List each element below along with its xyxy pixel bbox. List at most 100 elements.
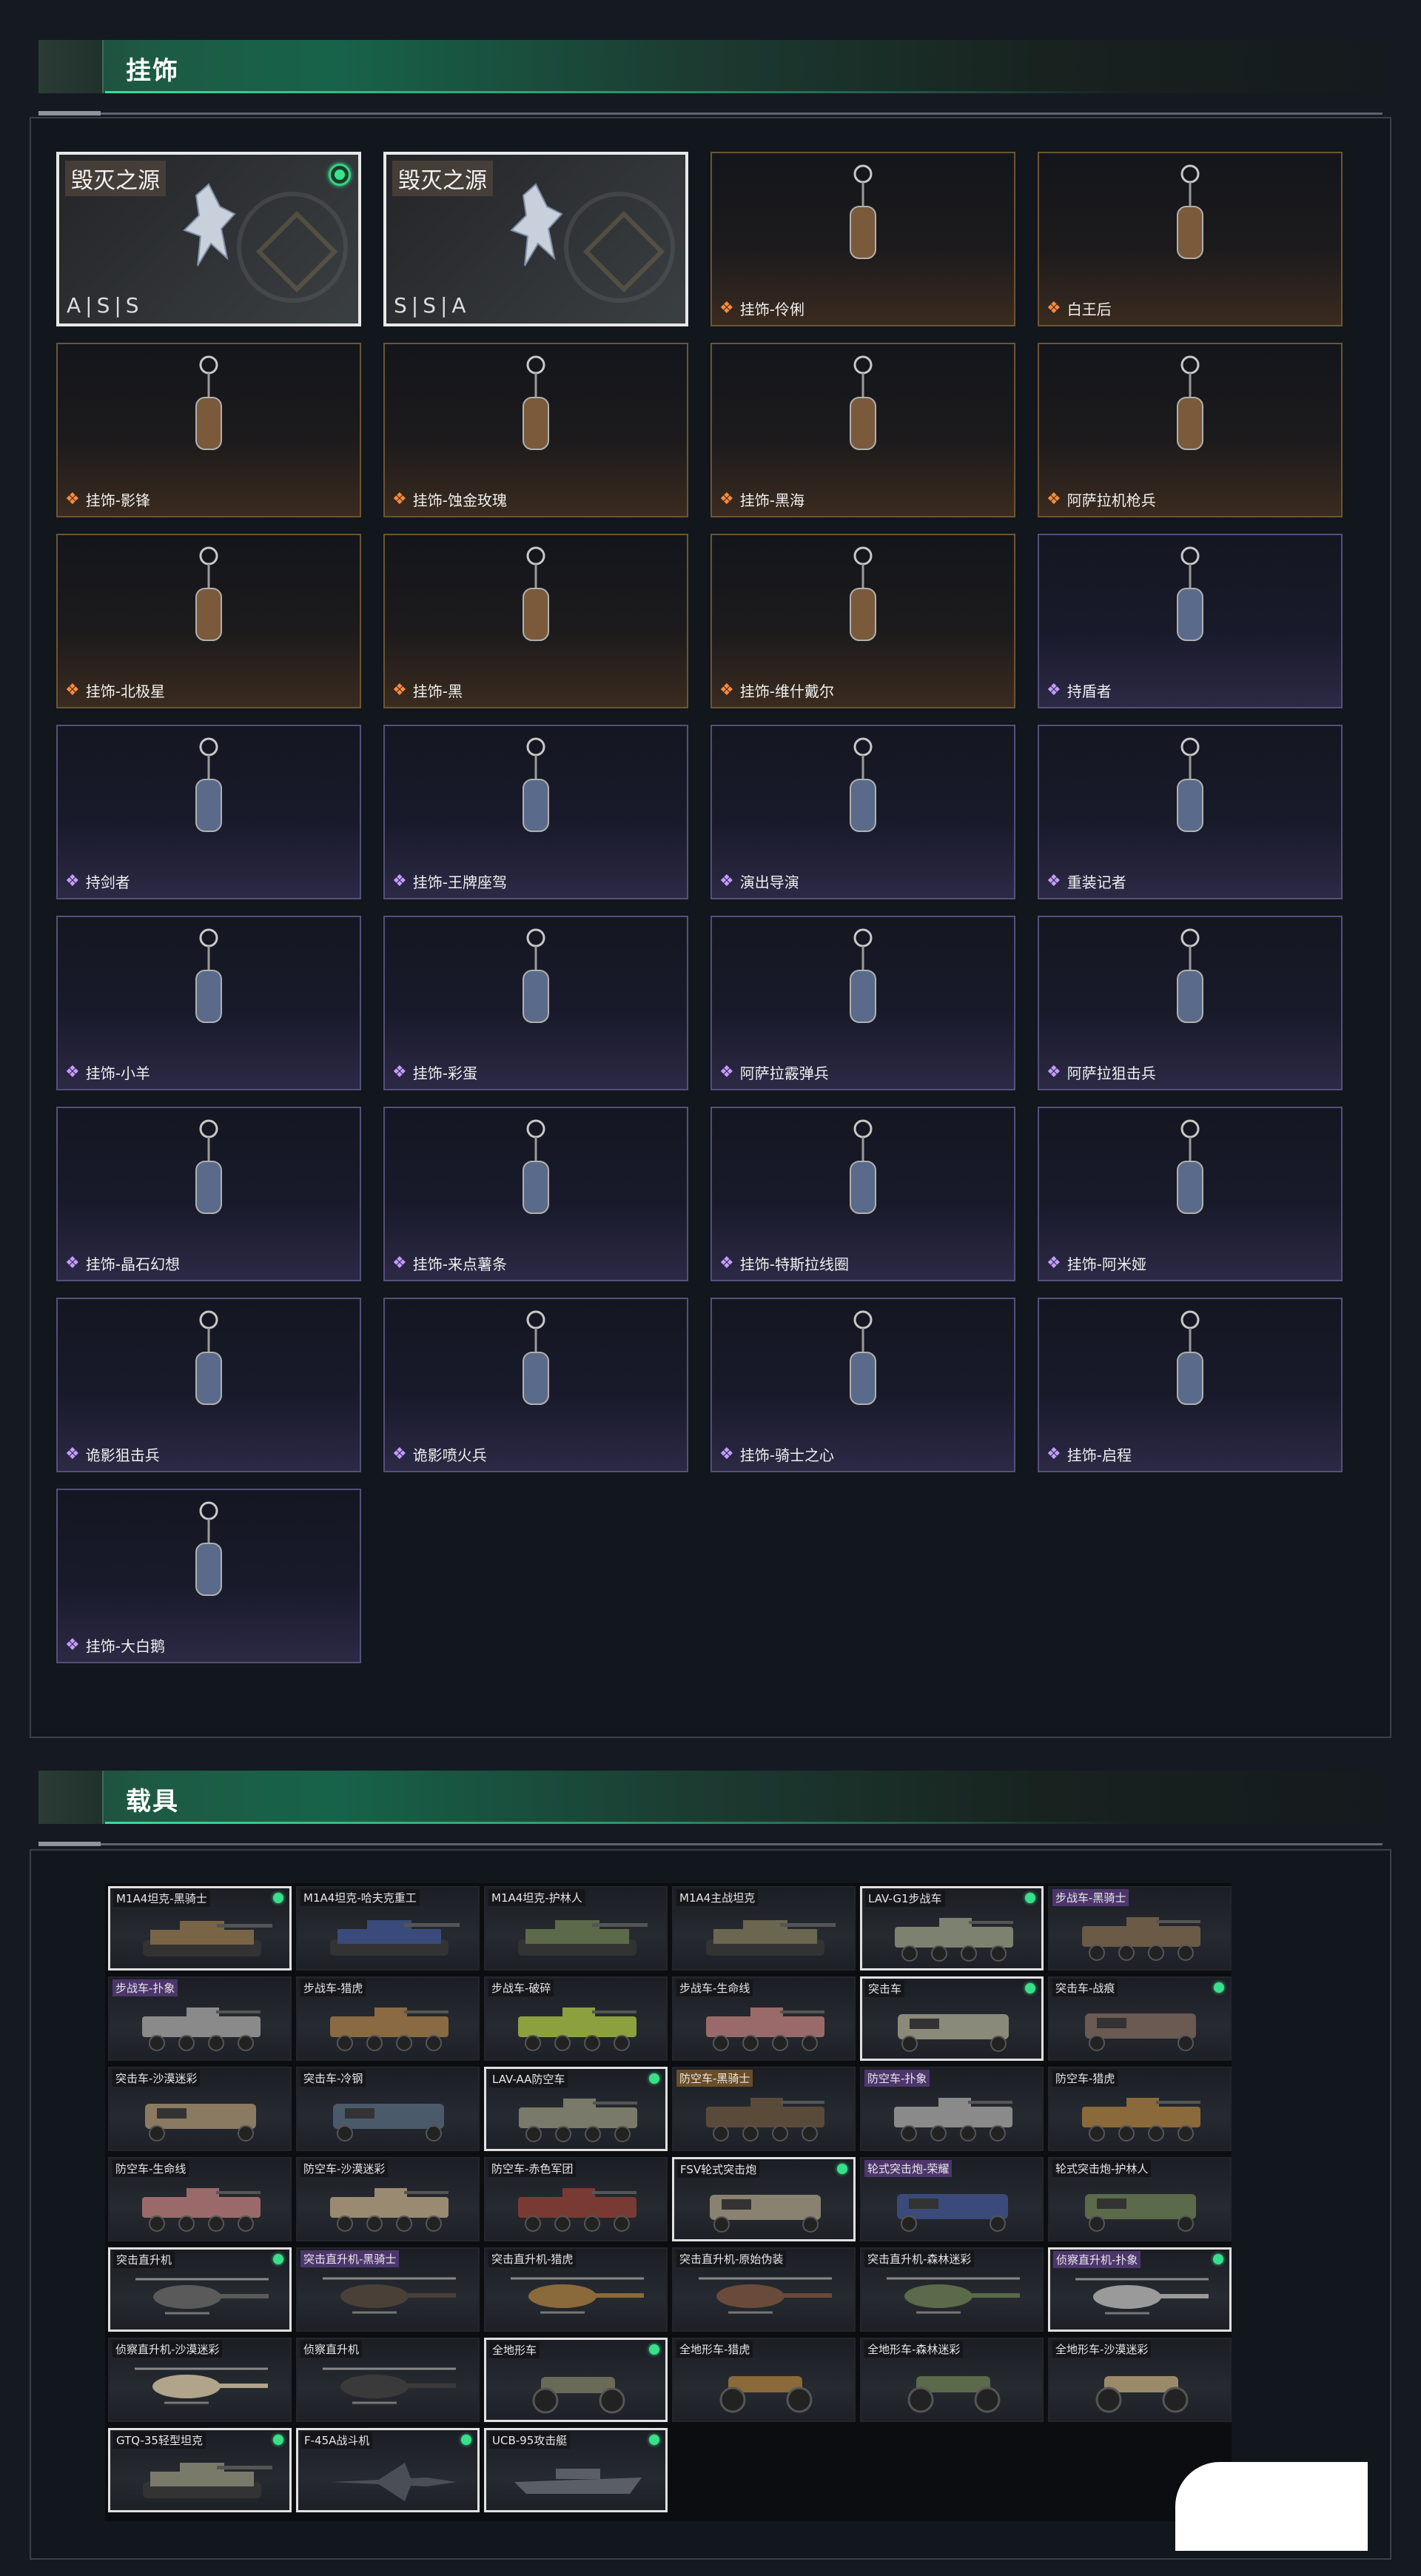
vehicle-skin-card[interactable]: 防空车-赤色军团: [484, 2157, 668, 2241]
charm-card[interactable]: ❖持盾者: [1038, 534, 1343, 708]
charm-card[interactable]: ❖阿萨拉狙击兵: [1038, 916, 1343, 1090]
charm-label: 挂饰-蚀金玫瑰: [412, 492, 507, 509]
charm-card[interactable]: ❖挂饰-黑海: [710, 343, 1015, 517]
vehicle-skin-card[interactable]: 防空车-猎虎: [1048, 2067, 1232, 2151]
charm-card[interactable]: ❖重装记者: [1038, 725, 1343, 899]
vehicle-skin-card[interactable]: GTQ-35轻型坦克: [108, 2428, 292, 2512]
vehicle-skin-card[interactable]: M1A4主战坦克: [672, 1886, 856, 1970]
vehicle-skin-card[interactable]: 全地形车-森林迷彩: [860, 2338, 1044, 2422]
vehicle-label: 侦察直升机: [300, 2341, 363, 2358]
charm-pendant-icon: [195, 355, 222, 450]
vehicle-skin-card[interactable]: LAV-G1步战车: [860, 1886, 1044, 1970]
charm-card[interactable]: ❖挂饰-维什戴尔: [710, 534, 1015, 708]
charm-card[interactable]: ❖挂饰-影锋: [56, 343, 361, 517]
charm-card[interactable]: ❖挂饰-伶俐: [710, 152, 1015, 326]
vehicle-skin-card[interactable]: M1A4坦克-黑骑士: [108, 1886, 292, 1970]
vehicle-skin-card[interactable]: 侦察直升机: [296, 2338, 480, 2422]
charm-card[interactable]: ❖持剑者: [56, 725, 361, 899]
charm-card[interactable]: ❖阿萨拉机枪兵: [1038, 343, 1343, 517]
vehicle-skin-card[interactable]: 防空车-扑象: [860, 2067, 1044, 2151]
charm-card[interactable]: ❖演出导演: [710, 725, 1015, 899]
vehicle-skin-card[interactable]: F-45A战斗机: [296, 2428, 480, 2512]
vehicle-skin-card[interactable]: 全地形车-猎虎: [672, 2338, 856, 2422]
vehicle-truck-icon: [898, 2014, 1009, 2052]
vehicle-skin-card[interactable]: 步战车-扑象: [108, 1976, 292, 2061]
vehicle-skin-card[interactable]: 步战车-生命线: [672, 1976, 856, 2061]
vehicle-skin-card[interactable]: UCB-95攻击艇: [484, 2428, 668, 2512]
vehicle-skin-card[interactable]: 步战车-猎虎: [296, 1976, 480, 2061]
vehicle-skin-card[interactable]: 突击直升机-黑骑士: [296, 2247, 480, 2332]
vehicle-skin-card[interactable]: M1A4坦克-哈夫克重工: [296, 1886, 480, 1970]
vehicle-skin-card[interactable]: 突击直升机: [108, 2247, 292, 2332]
charm-card[interactable]: ❖挂饰-彩蛋: [383, 916, 688, 1090]
vehicle-skin-card[interactable]: 突击车-冷钢: [296, 2067, 480, 2151]
vehicle-apc-icon: [519, 2099, 637, 2142]
charm-card[interactable]: ❖诡影喷火兵: [383, 1298, 688, 1472]
charm-pendant-icon: [195, 546, 222, 641]
charm-card[interactable]: ❖挂饰-来点薯条: [383, 1107, 688, 1281]
vehicle-apc-icon: [142, 2008, 261, 2051]
vehicle-skin-card[interactable]: 防空车-黑骑士: [672, 2067, 856, 2151]
vehicle-label: 防空车-扑象: [864, 2070, 930, 2087]
charm-label: 挂饰-北极星: [85, 682, 165, 700]
vehicle-skin-card[interactable]: 全地形车-沙漠迷彩: [1048, 2338, 1232, 2422]
vehicle-apc-icon: [330, 2188, 449, 2232]
charm-card[interactable]: ❖挂饰-启程: [1038, 1298, 1343, 1472]
charm-card[interactable]: ❖挂饰-骑士之心: [710, 1298, 1015, 1472]
charm-card[interactable]: ❖挂饰-阿米娅: [1038, 1107, 1343, 1281]
vehicle-skin-card[interactable]: 步战车-破碎: [484, 1976, 668, 2061]
charm-label: 阿萨拉狙击兵: [1066, 1064, 1156, 1082]
vehicle-skin-card[interactable]: 防空车-生命线: [108, 2157, 292, 2241]
vehicle-label: 突击车: [865, 1980, 905, 1997]
charm-card[interactable]: ❖挂饰-北极星: [56, 534, 361, 708]
charm-label-row: ❖挂饰-黑: [392, 680, 463, 701]
charm-card[interactable]: ❖挂饰-黑: [383, 534, 688, 708]
charm-card[interactable]: ❖挂饰-王牌座驾: [383, 725, 688, 899]
vehicle-skin-card[interactable]: 突击直升机-森林迷彩: [860, 2247, 1044, 2332]
vehicle-truck-icon: [145, 2104, 256, 2141]
charm-card[interactable]: ❖挂饰-小羊: [56, 916, 361, 1090]
vehicle-skin-card[interactable]: 突击直升机-猎虎: [484, 2247, 668, 2332]
vehicle-label: 轮式突击炮-护林人: [1052, 2160, 1152, 2177]
vehicle-skin-card[interactable]: 突击车: [860, 1976, 1044, 2061]
owned-indicator-icon: [649, 2073, 659, 2084]
charm-label: 持剑者: [85, 873, 130, 891]
vehicle-skin-card[interactable]: 突击车-战痕: [1048, 1976, 1232, 2061]
vehicle-heli-icon: [887, 2277, 1020, 2314]
vehicle-label: 步战车-破碎: [488, 1979, 554, 1996]
charm-card[interactable]: ❖挂饰-大白鹅: [56, 1489, 361, 1663]
vehicle-skin-card[interactable]: 防空车-沙漠迷彩: [296, 2157, 480, 2241]
vehicle-skin-card[interactable]: 侦察直升机-扑象: [1048, 2247, 1232, 2332]
charm-card[interactable]: ❖阿萨拉霰弹兵: [710, 916, 1015, 1090]
vehicle-atv-icon: [1095, 2376, 1189, 2413]
vehicle-skin-card[interactable]: FSV轮式突击炮: [672, 2157, 856, 2241]
vehicle-skin-card[interactable]: 突击直升机-原始伪装: [672, 2247, 856, 2332]
charm-card[interactable]: ❖挂饰-蚀金玫瑰: [383, 343, 688, 517]
charm-card[interactable]: ❖挂饰-晶石幻想: [56, 1107, 361, 1281]
vehicle-skin-card[interactable]: 轮式突击炮-护林人: [1048, 2157, 1232, 2241]
vehicle-skin-card[interactable]: 轮式突击炮-荣耀: [860, 2157, 1044, 2241]
vehicle-apc-icon: [894, 2098, 1012, 2141]
charm-card[interactable]: ❖诡影狙击兵: [56, 1298, 361, 1472]
vehicle-label: F-45A战斗机: [301, 2432, 373, 2449]
charm-pendant-icon: [523, 1119, 549, 1214]
vehicle-label: M1A4坦克-护林人: [488, 1889, 585, 1906]
vehicle-skin-card[interactable]: 全地形车: [484, 2338, 668, 2422]
vehicle-heli-icon: [135, 2367, 268, 2404]
owned-indicator-icon: [273, 1893, 283, 1903]
owned-indicator-icon: [1025, 1983, 1035, 1993]
vehicle-skin-card[interactable]: 步战车-黑骑士: [1048, 1886, 1232, 1970]
vehicle-skin-card[interactable]: 侦察直升机-沙漠迷彩: [108, 2338, 292, 2422]
vehicle-skin-card[interactable]: 突击车-沙漠迷彩: [108, 2067, 292, 2151]
charm-card[interactable]: ❖白王后: [1038, 152, 1343, 326]
charm-label: 演出导演: [739, 873, 799, 891]
charm-pendant-icon: [195, 1310, 222, 1405]
vehicle-skin-card[interactable]: M1A4坦克-护林人: [484, 1886, 668, 1970]
charm-card[interactable]: ❖挂饰-特斯拉线圈: [710, 1107, 1015, 1281]
vehicle-skin-card[interactable]: LAV-AA防空车: [484, 2067, 668, 2151]
rarity-diamond-icon: ❖: [1047, 1253, 1061, 1272]
